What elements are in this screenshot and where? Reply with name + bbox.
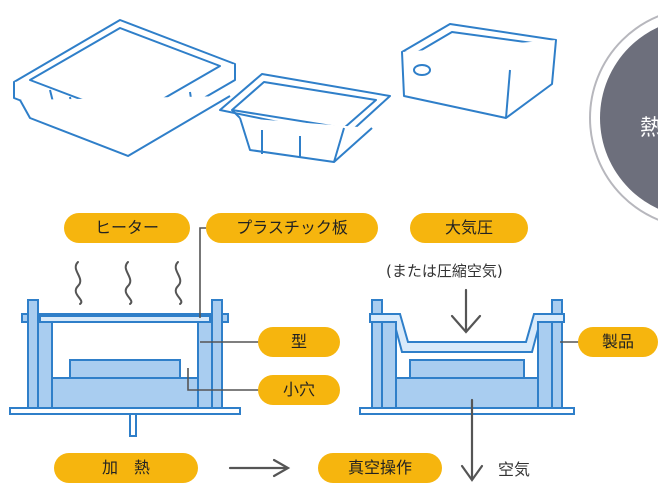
heat-waves	[74, 261, 183, 305]
atmospheric-pressure-label: 大気圧	[410, 213, 528, 243]
left-mold	[9, 299, 241, 437]
tray-container	[219, 73, 391, 163]
heater-label: ヒーター	[64, 213, 190, 243]
mold-label: 型	[258, 327, 340, 357]
badge-circle-inner	[600, 27, 658, 209]
badge-circle-text: 熱	[640, 116, 658, 141]
small-hole-label: 小穴	[258, 375, 340, 405]
product-label: 製品	[578, 327, 658, 357]
arrows	[228, 288, 484, 482]
right-mold	[359, 299, 575, 415]
clamshell-container	[13, 19, 236, 157]
heating-label: 加 熱	[54, 453, 198, 483]
product-container-illustrations	[13, 19, 557, 163]
plastic-sheet-label: プラスチック板	[206, 213, 378, 243]
lidded-box	[401, 23, 557, 119]
leader-lines	[187, 227, 580, 391]
compressed-air-note: (または圧縮空気)	[386, 262, 503, 280]
vacuum-operation-label: 真空操作	[318, 453, 442, 483]
air-label: 空気	[498, 460, 531, 479]
